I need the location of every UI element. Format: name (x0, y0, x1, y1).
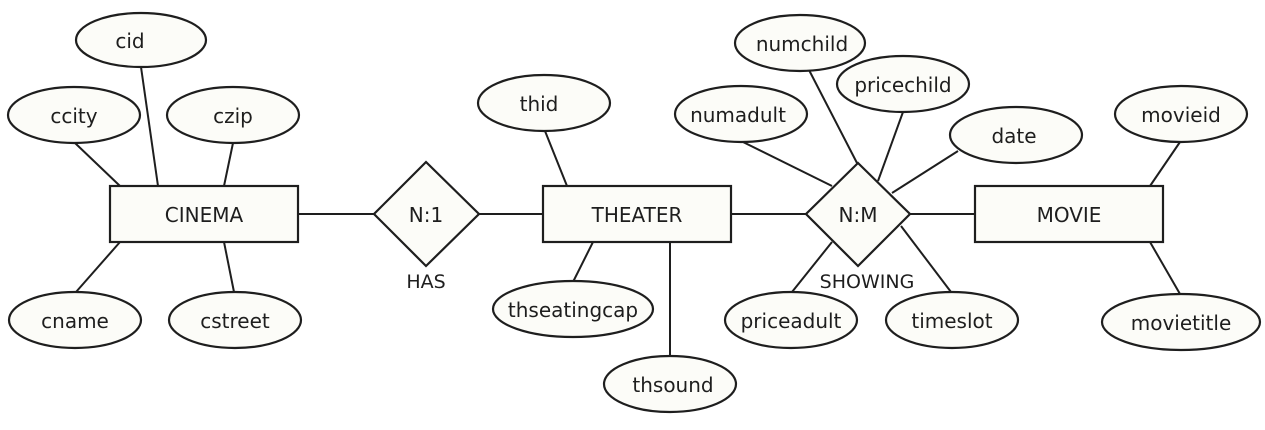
attribute-timeslot[interactable]: timeslot (884, 290, 1020, 350)
cardinality-label: N:M (839, 203, 878, 227)
attribute-label: cstreet (200, 309, 270, 333)
attribute-label: movietitle (1131, 311, 1232, 335)
attribute-numchild[interactable]: numchild (733, 13, 867, 73)
entity-theater[interactable]: THEATER (541, 184, 733, 244)
attribute-label: movieid (1141, 103, 1221, 127)
edge-cinema-cid (140, 66, 159, 187)
attribute-czip[interactable]: czip (165, 85, 301, 145)
entity-label: THEATER (591, 203, 683, 227)
attribute-label: timeslot (911, 309, 992, 333)
edge-showing-priceadult (791, 241, 833, 293)
edge-showing-date (891, 150, 959, 194)
attribute-numadult[interactable]: numadult (673, 84, 809, 144)
edge-showing-timeslot (900, 225, 952, 293)
edge-showing-pricechild (877, 111, 904, 182)
edge-cinema-cstreet (223, 241, 235, 293)
attribute-label: ccity (50, 104, 97, 128)
attribute-label: cid (115, 29, 144, 53)
entity-movie[interactable]: MOVIE (973, 184, 1165, 244)
attribute-thsound[interactable]: thsound (602, 354, 738, 414)
edge-cinema-ccity (74, 142, 121, 187)
attribute-cname[interactable]: cname (7, 290, 143, 350)
attribute-label: czip (213, 104, 253, 128)
attribute-thid[interactable]: thid (476, 73, 612, 133)
attribute-label: thid (520, 92, 559, 116)
attribute-date[interactable]: date (948, 105, 1084, 165)
attribute-label: numadult (690, 103, 786, 127)
edge-theater-thseatingcap (572, 241, 594, 283)
edge-theater-thid (544, 130, 568, 187)
attribute-cid[interactable]: cid (74, 11, 208, 69)
attribute-label: numchild (756, 32, 848, 56)
entity-cinema[interactable]: CINEMA (108, 184, 300, 244)
relationship-has[interactable]: N:1 HAS (372, 160, 481, 293)
attribute-label: cname (41, 309, 109, 333)
edge-showing-numchild (808, 69, 858, 164)
edge-cinema-cname (75, 241, 121, 293)
relationship-name: SHOWING (820, 271, 915, 293)
attribute-priceadult[interactable]: priceadult (723, 290, 859, 350)
attribute-label: priceadult (741, 309, 842, 333)
attribute-label: thsound (632, 373, 713, 397)
relationship-name: HAS (406, 271, 445, 293)
attribute-label: date (991, 124, 1036, 148)
attribute-label: thseatingcap (508, 298, 638, 322)
relationship-showing[interactable]: N:M SHOWING (804, 161, 915, 293)
edge-showing-numadult (742, 141, 833, 187)
entity-label: MOVIE (1037, 203, 1102, 227)
edge-movie-movieid (1149, 141, 1181, 187)
entity-label: CINEMA (165, 203, 244, 227)
attribute-movietitle[interactable]: movietitle (1100, 292, 1262, 352)
attribute-thseatingcap[interactable]: thseatingcap (491, 279, 655, 339)
attribute-label: pricechild (854, 73, 951, 97)
edge-movie-movietitle (1149, 241, 1181, 295)
attribute-movieid[interactable]: movieid (1113, 84, 1249, 144)
cardinality-label: N:1 (409, 203, 443, 227)
edges (74, 66, 1181, 356)
attribute-pricechild[interactable]: pricechild (835, 54, 971, 114)
attribute-cstreet[interactable]: cstreet (167, 290, 303, 350)
edge-cinema-czip (223, 142, 234, 187)
attribute-ccity[interactable]: ccity (6, 85, 142, 145)
